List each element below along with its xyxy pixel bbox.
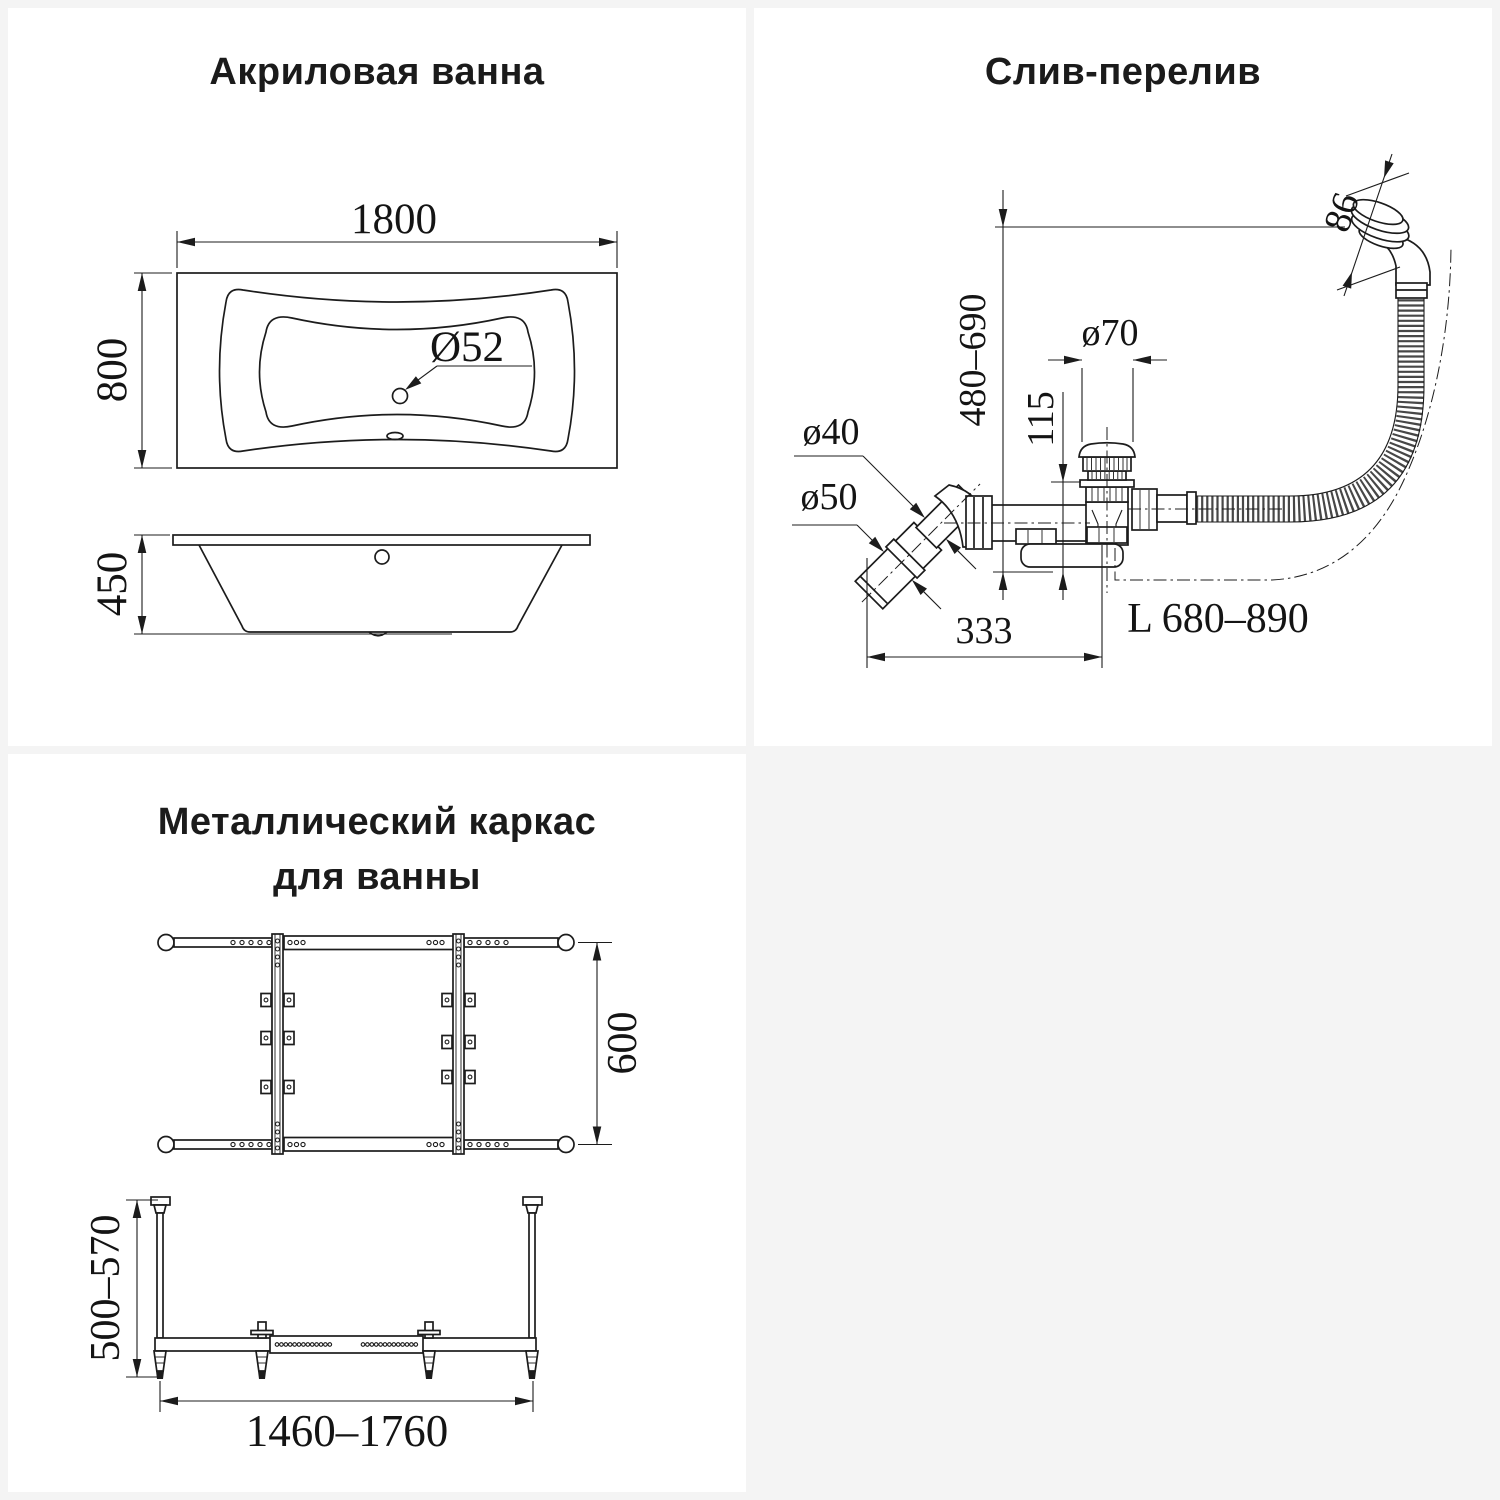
frame-dim-length-range: 1460–1760 (159, 1381, 534, 1456)
frame-height-range-label: 500–570 (83, 1215, 129, 1362)
overflow-span-label: 333 (956, 610, 1013, 652)
frame-dim-height-range: 500–570 (83, 1199, 158, 1378)
bathtub-dim-length: 1800 (176, 196, 618, 268)
bathtub-dim-width: 800 (89, 272, 172, 469)
frame-tabs (260, 992, 476, 1095)
overflow-height-range-label: 480–690 (952, 294, 994, 427)
overflow-dim-d40: ø40 (794, 411, 977, 570)
overflow-panel (754, 8, 1492, 746)
frame-length-range-label: 1460–1760 (246, 1406, 449, 1456)
frame-top-view (157, 933, 575, 1155)
bathtub-dim-drain: Ø52 (405, 324, 532, 390)
overflow-d50-label: ø50 (801, 476, 858, 518)
overflow-hose (1196, 297, 1425, 523)
bathtub-title: Акриловая ванна (209, 51, 545, 93)
frame-legs (153, 1350, 539, 1379)
bathtub-side-view (172, 534, 591, 637)
bathtub-length-label: 1800 (351, 196, 437, 243)
overflow-offset-label: 115 (1020, 391, 1062, 447)
overflow-d40-label: ø40 (803, 411, 860, 453)
bathtub-drain-label: Ø52 (430, 324, 504, 371)
frame-side-view (150, 1196, 543, 1379)
overflow-dim-span: 333 (866, 545, 1103, 668)
frame-title-line1: Металлический каркас (158, 801, 596, 843)
bathtub-top-view (176, 272, 618, 469)
overflow-dim-d50: ø50 (792, 476, 942, 610)
frame-panel (8, 754, 746, 1492)
frame-dim-depth: 600 (578, 941, 646, 1146)
overflow-dim-offset: 115 (1020, 391, 1081, 600)
bathtub-height-label: 450 (89, 552, 136, 617)
frame-depth-label: 600 (600, 1012, 646, 1075)
overflow-cap-label: ø70 (1082, 312, 1139, 354)
bathtub-dim-height: 450 (89, 534, 452, 635)
overflow-dim-height-range: 480–690 (952, 190, 1345, 600)
bathtub-panel (8, 8, 746, 746)
overflow-hose-length-label: L 680–890 (1127, 596, 1309, 642)
overflow-center-lines (861, 246, 1452, 603)
frame-title-line2: для ванны (273, 856, 481, 898)
bathtub-width-label: 800 (89, 338, 136, 403)
overflow-head (1350, 198, 1431, 299)
overflow-dim-cap: ø70 (1048, 312, 1167, 442)
overflow-title: Слив-перелив (985, 51, 1261, 93)
